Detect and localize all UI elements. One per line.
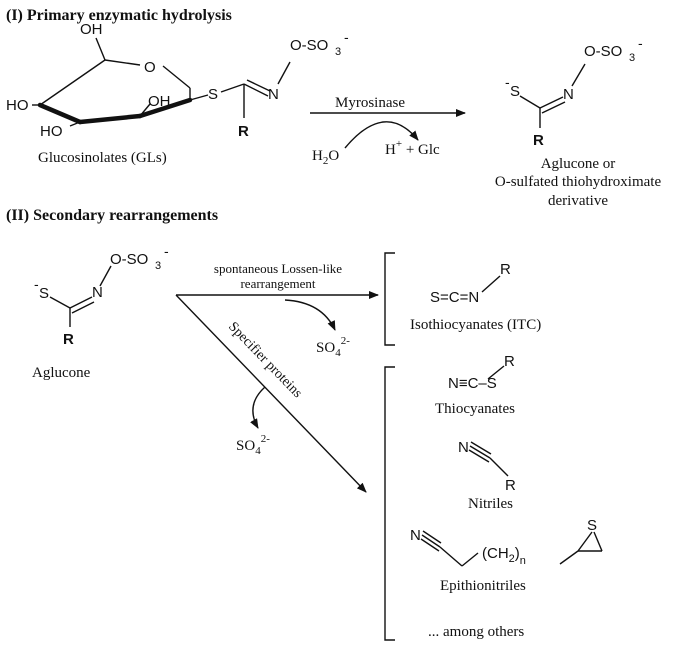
nitrile-n: N	[458, 439, 469, 456]
aglucone-caption-line2: O-sulfated thiohydroximate	[495, 174, 662, 190]
aglucone2-oso3-subscript: 3	[155, 260, 161, 272]
ring-oxygen-label: O	[144, 59, 156, 76]
aglucone2-r: R	[63, 331, 74, 348]
aglucone1-oso3-charge: -	[638, 35, 643, 51]
aglucone2-name: Aglucone	[32, 365, 91, 381]
gl-oso3-label: O-SO	[290, 37, 328, 54]
thiocyanate-formula: N≡C–S	[448, 375, 497, 392]
aglucone2-nitrogen: N	[92, 284, 103, 301]
gl-sulfur-label: S	[208, 86, 218, 103]
aglucone-caption-line1: Aglucone or	[541, 156, 616, 172]
itc-r: R	[500, 261, 511, 278]
thiocyanate-r: R	[504, 353, 515, 370]
gl-r-label: R	[238, 123, 249, 140]
oh-top-label: OH	[80, 21, 103, 38]
products-label: H+ + Glc	[385, 138, 440, 158]
aglucone-caption-line3: derivative	[548, 193, 608, 209]
water-curved-arrow	[344, 121, 419, 149]
route2-arrow	[175, 294, 367, 493]
section1-title: (I) Primary enzymatic hydrolysis	[6, 7, 232, 24]
itc-formula: S=C=N	[430, 289, 479, 306]
aglucone1-oso3-subscript: 3	[629, 52, 635, 64]
specifier-label: Specifier proteins	[225, 319, 305, 401]
route1-sulfate: SO42-	[316, 335, 350, 359]
nitrile-bonds	[468, 441, 509, 477]
aglucone1-s-charge: -	[505, 74, 510, 90]
lossen-label-line2: rearrangement	[240, 276, 315, 291]
route2-sulfate-arrow	[250, 386, 266, 429]
gl-side-chain	[220, 61, 291, 118]
gl-name: Glucosinolates (GLs)	[38, 150, 167, 166]
itc-r-bond	[481, 275, 501, 293]
epithionitrile-name: Epithionitriles	[440, 578, 526, 594]
aglucone1-sulfur: S	[510, 83, 520, 100]
gl-oso3-subscript: 3	[335, 46, 341, 58]
thiocyanate-r-bond	[487, 365, 505, 380]
myrosinase-label: Myrosinase	[335, 95, 405, 111]
epithionitrile-sulfur: S	[587, 517, 597, 534]
gl-nitrogen-label: N	[268, 86, 279, 103]
aglucone2-oso3: O-SO	[110, 251, 148, 268]
ho-bottom-label: HO	[40, 123, 63, 140]
epithionitrile-n: N	[410, 527, 421, 544]
aglucone1-nitrogen: N	[563, 86, 574, 103]
oh-inner-label: OH	[148, 93, 171, 110]
route2-sulfate: SO42-	[236, 433, 270, 457]
water-label: H2O	[312, 148, 339, 167]
lossen-label-line1: spontaneous Lossen-like	[214, 261, 342, 276]
route1-sulfate-arrow	[284, 299, 336, 331]
aglucone2-sulfur: S	[39, 285, 49, 302]
itc-name: Isothiocyanates (ITC)	[410, 317, 541, 333]
nitrile-r: R	[505, 477, 516, 494]
section2-title: (II) Secondary rearrangements	[6, 207, 218, 224]
aglucone2-s-charge: -	[34, 276, 39, 292]
others-label: ... among others	[428, 624, 524, 640]
epithionitrile-chain: (CH2)n	[482, 545, 526, 567]
gl-oso3-charge: -	[344, 29, 349, 45]
epithionitrile-bonds	[420, 530, 603, 567]
glucose-ring	[32, 37, 209, 127]
aglucone1-oso3: O-SO	[584, 43, 622, 60]
thiocyanate-name: Thiocyanates	[435, 401, 515, 417]
specifier-products-bracket	[384, 366, 395, 641]
aglucone1-bonds	[519, 63, 586, 128]
ho-left-label: HO	[6, 97, 29, 114]
itc-bracket	[384, 252, 395, 346]
aglucone1-r: R	[533, 132, 544, 149]
aglucone2-oso3-charge: -	[164, 243, 169, 259]
aglucone2-bonds	[49, 265, 112, 327]
nitrile-name: Nitriles	[468, 496, 513, 512]
